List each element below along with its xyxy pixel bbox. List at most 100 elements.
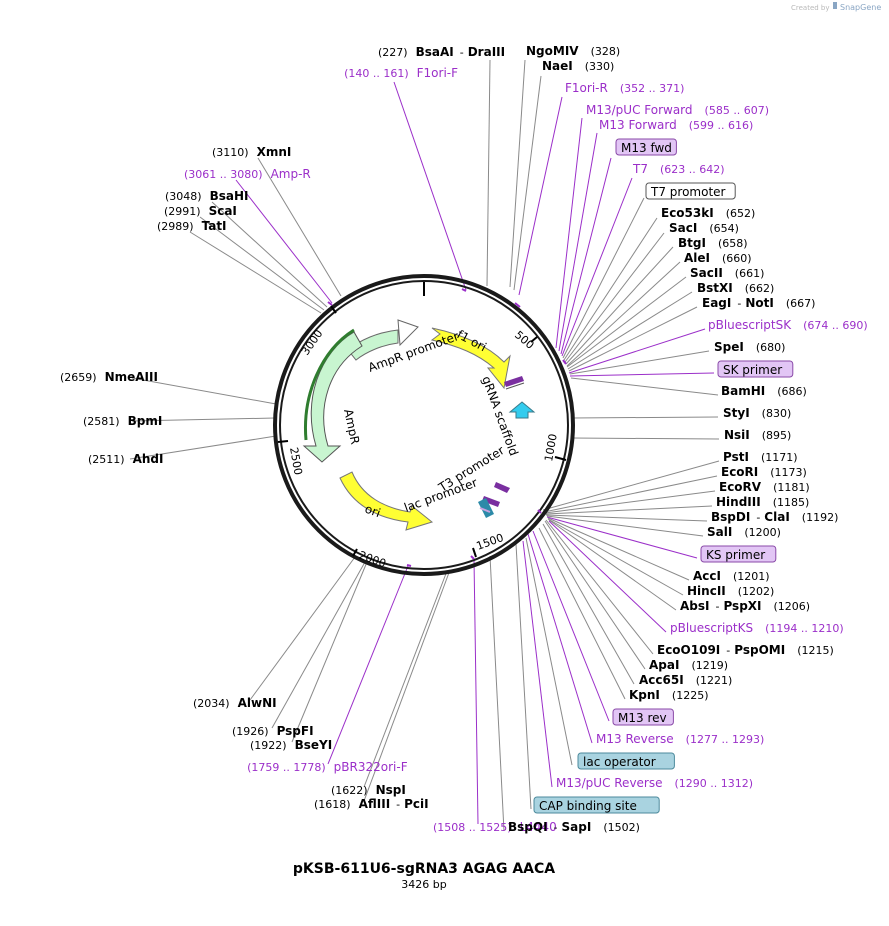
leader-line-cap-binding-site <box>515 543 532 810</box>
site-pos-bsaai: (227) <box>378 46 408 59</box>
leader-line-ngomiv <box>509 59 526 288</box>
site-name-hincii: HincII <box>687 584 726 598</box>
site-label-btgi: BtgI(658) <box>678 236 748 250</box>
feature-f1ori-arrow <box>430 327 511 390</box>
leader-line-saci <box>564 232 665 363</box>
site-name-afliii: AflIII <box>359 797 391 811</box>
site-name-xmni: XmnI <box>257 145 292 159</box>
site-pos-acci: (1201) <box>733 570 770 583</box>
leader-line-sali <box>546 515 704 537</box>
leader-line-bspqi <box>489 555 505 832</box>
feature-ampr-arrow <box>302 328 363 463</box>
site-pos-hindiii: (1185) <box>773 496 810 509</box>
site-sep-bspqi: - <box>554 821 558 834</box>
feature-box-m13-rev: M13 rev <box>612 708 674 726</box>
leader-line-bamhi <box>570 377 719 396</box>
site-pos-m13-reverse: (1277 .. 1293) <box>686 733 765 746</box>
site-label-ecori: EcoRI (1173) <box>721 465 807 479</box>
leader-line-t7 <box>561 177 633 357</box>
leader-line-bspdi <box>545 514 708 522</box>
leader-line-alei <box>566 261 681 367</box>
leader-line-afliii <box>363 569 451 802</box>
backbone-outer-ring <box>273 274 575 576</box>
leader-line-tati <box>189 231 322 314</box>
feature-box-cap-binding-site: CAP binding site <box>533 796 660 814</box>
leader-line-ahdi <box>129 435 277 460</box>
site-name-bsaai: BsaAI <box>416 45 454 59</box>
leader-line-alwni <box>249 556 356 701</box>
leader-line-l4440 <box>473 558 479 825</box>
site-name-eco53ki: Eco53kI <box>661 206 714 220</box>
site-name-ecori: EcoRI <box>721 465 758 479</box>
feature-box-label-cap-binding-site: CAP binding site <box>539 799 637 813</box>
site-name-l4440: L4440 <box>520 820 557 834</box>
site-label-pbluescriptks: pBluescriptKS(1194 .. 1210) <box>670 621 844 635</box>
site-pos-apai: (1219) <box>691 659 728 672</box>
site-name2-absi: PspXI <box>723 599 761 613</box>
feature-box-bg-m13-rev <box>612 708 674 726</box>
leader-line-bseyi <box>291 561 368 743</box>
leader-line-m13-forward <box>558 132 598 352</box>
leader-line-pbr322ori-f <box>327 565 409 765</box>
site-name-acci: AccI <box>693 569 721 583</box>
site-name-m13-puc-forward: M13/pUC Forward <box>586 103 693 117</box>
leader-line-bsahi <box>211 201 328 308</box>
site-label-pbluescriptsk: pBluescriptSK(674 .. 690) <box>708 318 868 332</box>
site-pos-pbr322ori-f: (1759 .. 1778) <box>247 761 326 774</box>
site-name-bamhi: BamHI <box>721 384 765 398</box>
feature-box-m13-fwd: M13 fwd <box>615 138 677 156</box>
site-name-pbluescriptsk: pBluescriptSK <box>708 318 792 332</box>
site-name-saci: SacI <box>669 221 697 235</box>
site-name-styi: StyI <box>723 406 750 420</box>
site-name-bspqi: BspQI <box>508 820 548 834</box>
site-sep-bsaai: - <box>460 46 464 59</box>
leader-line-btgi <box>565 246 674 365</box>
leader-line-psti <box>542 460 720 511</box>
site-pos-naei: (330) <box>585 60 615 73</box>
site-pos-alei: (660) <box>722 252 752 265</box>
site-pos-ngomiv: (328) <box>591 45 621 58</box>
plasmid-size: 3426 bp <box>401 878 446 891</box>
site-name-pspfi: PspFI <box>277 724 314 738</box>
site-name-acc65i: Acc65I <box>639 673 684 687</box>
site-name-sacii: SacII <box>690 266 723 280</box>
site-name-eagi: EagI <box>702 296 731 310</box>
site-label-bspqi: BspQI-SapI(1502) <box>508 820 640 834</box>
site-label-amp-r: (3061 .. 3080)Amp-R <box>184 167 311 181</box>
backbone-inner-ring <box>279 280 569 570</box>
tick-label-1000: 1000 <box>542 433 560 463</box>
site-name-bseyi: BseYI <box>295 738 333 752</box>
leader-line-kpni <box>538 527 626 700</box>
site-pos-bsahi: (3048) <box>165 190 202 203</box>
feature-grna-marks <box>504 376 536 419</box>
tick-2500-mark <box>277 440 289 443</box>
site-label-acc65i: Acc65I (1221) <box>639 673 732 687</box>
site-label-bpmi: (2581)BpmI <box>83 414 162 428</box>
site-name-ecorv: EcoRV <box>719 480 762 494</box>
leader-line-bsaai <box>486 59 491 287</box>
site-label-sali: SalI(1200) <box>707 525 781 539</box>
site-label-f1ori-r: F1ori-R(352 .. 371) <box>565 81 684 95</box>
site-label-spei: SpeI(680) <box>714 340 785 354</box>
site-pos-nsii: (895) <box>762 429 792 442</box>
leader-line-absi <box>548 519 677 611</box>
site-sep-eagi: - <box>737 297 741 310</box>
leader-line-ecori <box>543 475 718 513</box>
site-label-ngomiv: NgoMIV(328) <box>526 44 620 58</box>
site-pos-m13-forward: (599 .. 616) <box>689 119 754 132</box>
leader-line-pbluescriptks <box>548 520 667 633</box>
site-label-l4440: (1508 .. 1525)L4440 <box>433 820 557 834</box>
leader-line-eagi <box>568 306 698 372</box>
site-name-amp-r: Amp-R <box>271 167 311 181</box>
leader-line-eco53ki <box>563 217 658 361</box>
site-pos-scai: (2991) <box>164 205 201 218</box>
site-label-xmni: (3110)XmnI <box>212 145 291 159</box>
tick-1000-mark <box>554 456 567 461</box>
site-pos-ecori: (1173) <box>770 466 807 479</box>
site-pos-sacii: (661) <box>735 267 765 280</box>
label-ampr: AmpR <box>341 408 362 446</box>
leader-line-nsii <box>570 437 720 440</box>
site-pos-acc65i: (1221) <box>696 674 733 687</box>
leader-line-acc65i <box>542 523 635 685</box>
